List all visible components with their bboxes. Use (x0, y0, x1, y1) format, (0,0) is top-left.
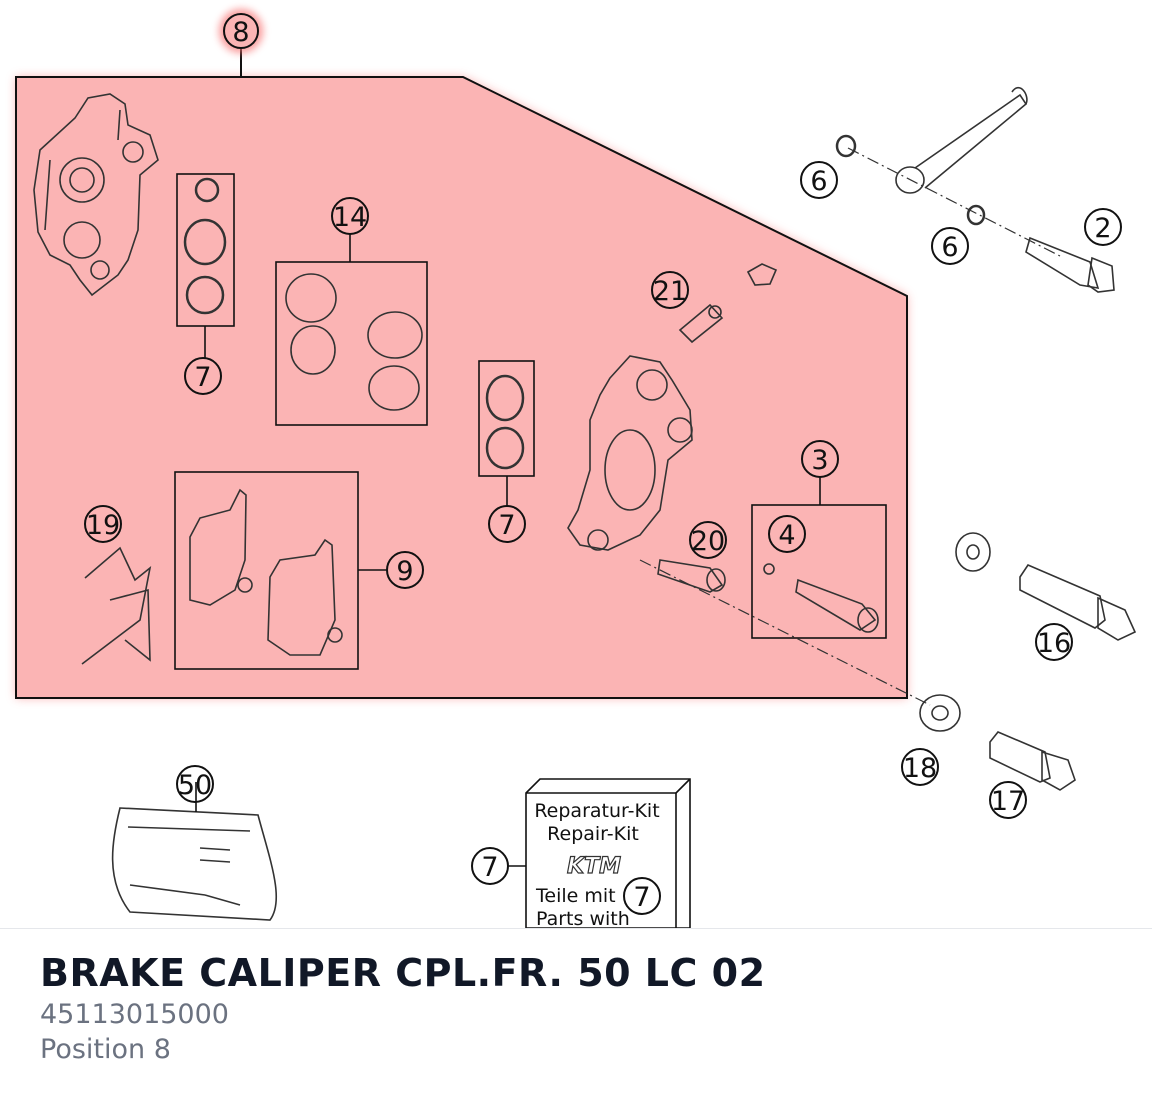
callout-8[interactable]: 8 (219, 9, 263, 53)
kit-label-line2: Repair-Kit (547, 823, 639, 845)
svg-text:3: 3 (811, 445, 828, 476)
callout-3[interactable]: 3 (801, 440, 839, 478)
svg-text:20: 20 (691, 526, 725, 557)
caliper-body[interactable] (567, 355, 693, 551)
callout-7-on-kit-label[interactable]: 7 (623, 877, 661, 915)
svg-text:21: 21 (653, 276, 687, 307)
svg-text:14: 14 (333, 202, 367, 233)
callout-50[interactable]: 50 (176, 765, 214, 803)
seal-kit-box[interactable] (176, 173, 235, 358)
callout-7-seals-middle[interactable]: 7 (488, 505, 526, 543)
highlighted-assembly-region[interactable] (15, 76, 908, 699)
callout-7-repair-kit[interactable]: 7 (471, 847, 509, 885)
svg-text:6: 6 (810, 166, 827, 197)
exploded-parts-diagram: Reparatur-Kit Repair-Kit KTM Teile mit P… (15, 9, 1137, 928)
svg-text:7: 7 (498, 510, 515, 541)
callout-17[interactable]: 17 (989, 781, 1027, 819)
repair-kit-package[interactable]: Reparatur-Kit Repair-Kit KTM Teile mit P… (508, 778, 691, 928)
brake-pads-box[interactable] (174, 471, 388, 670)
callout-4[interactable]: 4 (768, 515, 806, 553)
ktm-logo: KTM (567, 854, 621, 879)
svg-text:16: 16 (1037, 628, 1071, 659)
caliper-housing-half[interactable] (33, 93, 159, 297)
part-info-panel: BRAKE CALIPER CPL.FR. 50 LC 02 451130150… (0, 928, 1152, 1099)
callout-6-upper[interactable]: 6 (800, 161, 838, 199)
svg-text:19: 19 (86, 510, 120, 541)
pad-spring[interactable] (81, 546, 152, 665)
kit-label-line3: Teile mit (535, 885, 616, 907)
callout-20[interactable]: 20 (689, 521, 727, 559)
mounting-bolt-17[interactable] (919, 694, 1076, 791)
callout-6-lower[interactable]: 6 (931, 227, 969, 265)
part-position: Position 8 (40, 1034, 171, 1065)
svg-text:17: 17 (991, 786, 1025, 817)
callout-2[interactable]: 2 (1084, 208, 1122, 246)
callout-7-seals-left[interactable]: 7 (184, 357, 222, 395)
callout-14[interactable]: 14 (331, 197, 369, 235)
svg-text:8: 8 (232, 17, 249, 48)
svg-text:4: 4 (778, 520, 795, 551)
part-title: BRAKE CALIPER CPL.FR. 50 LC 02 (40, 951, 766, 995)
svg-text:7: 7 (633, 882, 650, 913)
mounting-bolt-16[interactable] (955, 532, 1137, 641)
svg-text:50: 50 (178, 770, 212, 801)
svg-text:6: 6 (941, 232, 958, 263)
callout-21[interactable]: 21 (651, 271, 689, 309)
part-number: 45113015000 (40, 999, 229, 1030)
callout-16[interactable]: 16 (1035, 623, 1073, 661)
callout-9[interactable]: 9 (386, 551, 424, 589)
svg-text:2: 2 (1094, 213, 1111, 244)
svg-text:7: 7 (481, 852, 498, 883)
svg-text:9: 9 (396, 556, 413, 587)
seal-kit-box-middle[interactable] (478, 360, 535, 506)
bolt-kit-box[interactable] (751, 476, 887, 639)
kit-label-line4: Parts with (536, 908, 630, 928)
callout-18[interactable]: 18 (901, 748, 939, 786)
callout-19[interactable]: 19 (84, 505, 122, 543)
grease-packet[interactable] (111, 782, 278, 921)
assembly-axis-lines (639, 147, 1061, 706)
pistons-box[interactable] (275, 234, 428, 426)
banjo-fitting[interactable] (835, 86, 1115, 293)
kit-label-line1: Reparatur-Kit (534, 800, 659, 822)
svg-text:7: 7 (194, 362, 211, 393)
bleed-screw[interactable] (678, 263, 778, 344)
guide-pin[interactable] (657, 559, 726, 593)
svg-text:18: 18 (903, 753, 937, 784)
